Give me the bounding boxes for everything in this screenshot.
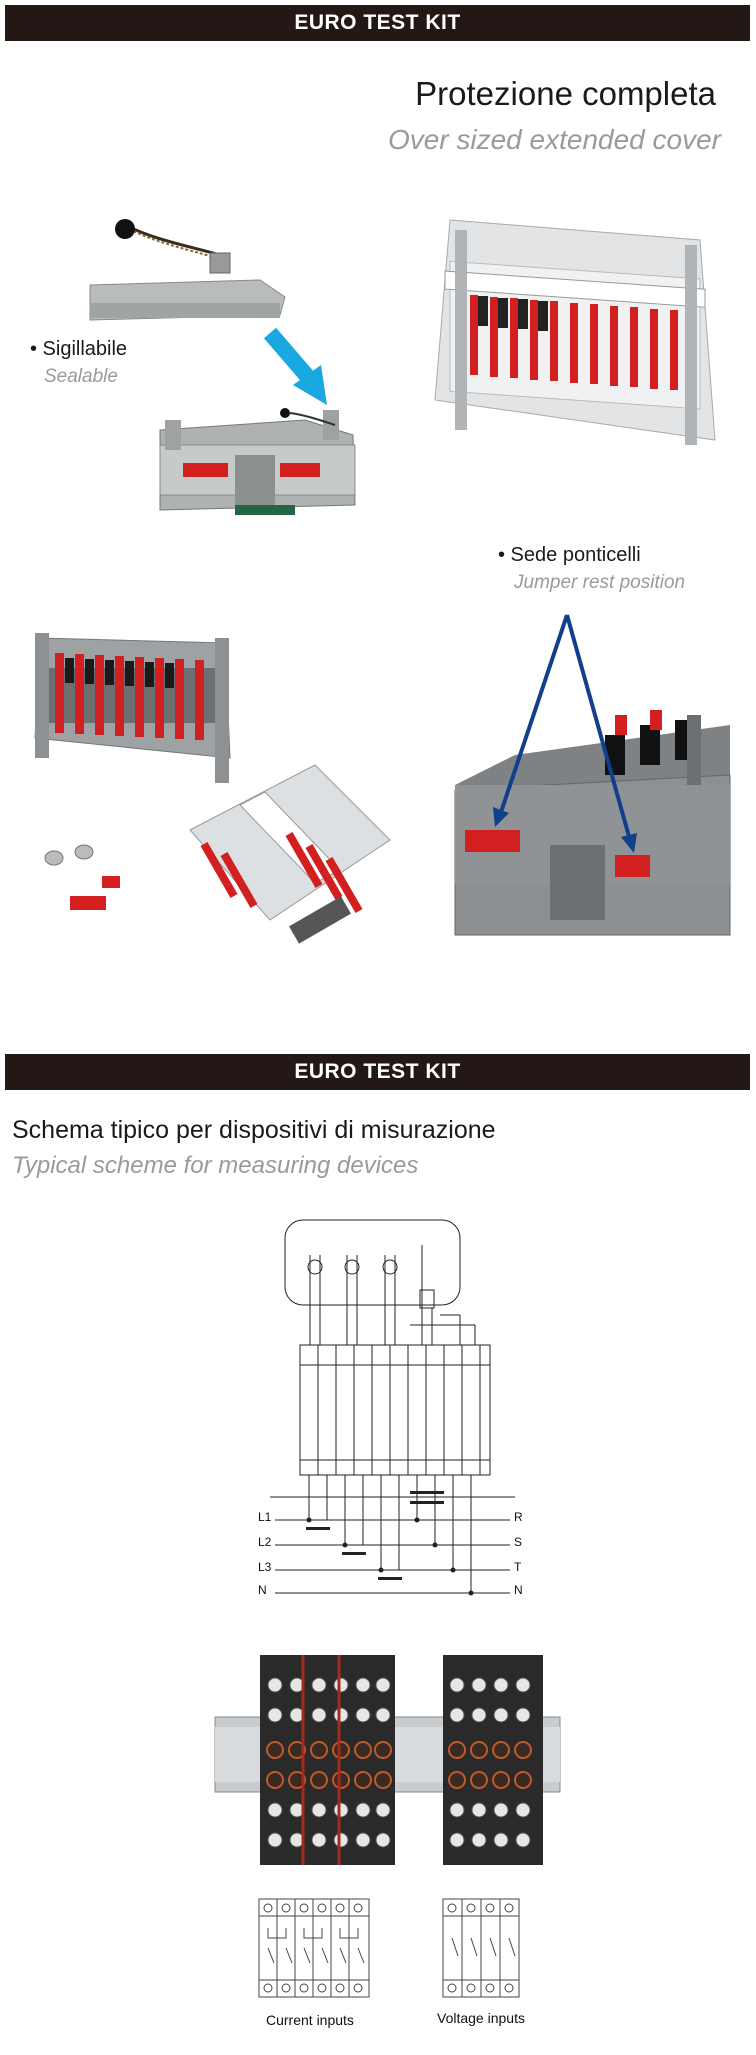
jumper-rest-image: [454, 614, 731, 936]
line-label-r: R: [514, 1510, 523, 1524]
current-inputs-symbol: [258, 1898, 370, 1998]
covered-block-image: [434, 219, 716, 445]
loose-parts-image: [44, 844, 120, 910]
feature-jumper-label: • Sede ponticelli: [498, 544, 641, 566]
section1-subtitle: Over sized extended cover: [387, 124, 721, 155]
din-rail-terminal-blocks: [214, 1655, 561, 1865]
line-label-n-right: N: [514, 1583, 523, 1597]
feature-sealable-label: • Sigillabile: [30, 338, 128, 360]
open-block-image: [34, 633, 231, 783]
line-label-l3: L3: [258, 1560, 272, 1574]
section2-subtitle: Typical scheme for measuring devices: [12, 1152, 419, 1179]
voltage-inputs-caption: Voltage inputs: [437, 2010, 525, 2026]
line-label-l2: L2: [258, 1535, 272, 1549]
line-label-t: T: [514, 1560, 522, 1574]
covered-block-angled-image: [189, 764, 391, 944]
line-label-n-left: N: [258, 1583, 267, 1597]
section2-title: Schema tipico per dispositivi di misuraz…: [12, 1116, 496, 1144]
feature-sealable-sublabel: Sealable: [44, 366, 118, 387]
sealable-cover-image: [89, 219, 356, 515]
current-inputs-caption: Current inputs: [266, 2012, 354, 2028]
line-label-l1: L1: [258, 1510, 272, 1524]
voltage-inputs-symbol: [442, 1898, 520, 1998]
section1-banner: EURO TEST KIT: [5, 5, 750, 41]
section1-title: Protezione completa: [415, 75, 716, 112]
feature-jumper-sublabel: Jumper rest position: [514, 572, 686, 593]
wiring-schematic: [270, 1219, 515, 1596]
line-label-s: S: [514, 1535, 523, 1549]
section2-banner: EURO TEST KIT: [5, 1054, 750, 1090]
